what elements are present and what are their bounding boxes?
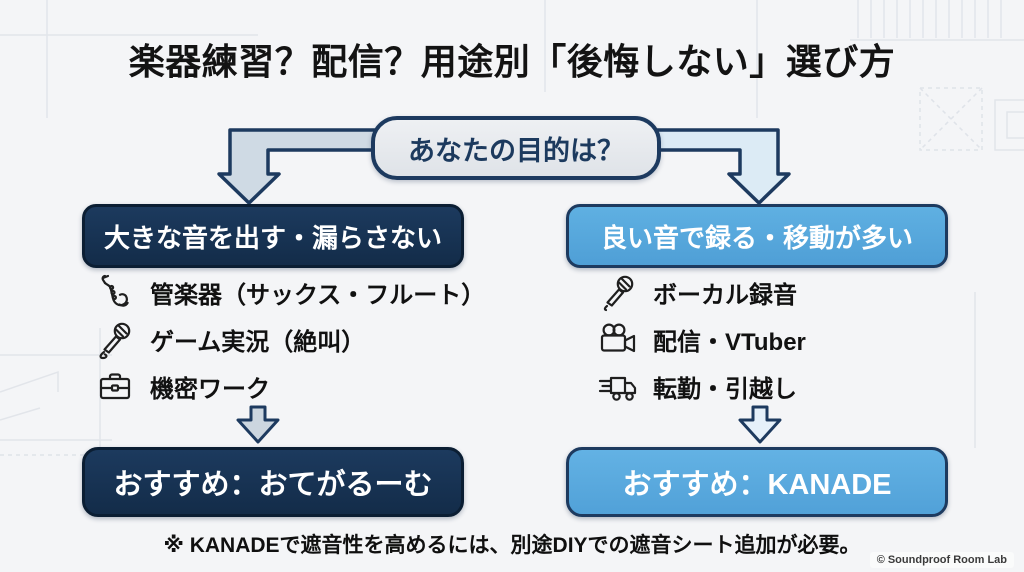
usecase-label: 配信・VTuber xyxy=(653,329,806,356)
footnote: ※ KANADEで遮音性を高めるには、別途DIYでの遮音シート追加が必要。 xyxy=(163,534,861,557)
list-item: 転勤・引越し xyxy=(598,363,806,410)
recommendation-left: おすすめ：おてがるーむ xyxy=(82,447,464,517)
recommendation-right: おすすめ：KANADE xyxy=(566,447,948,517)
truck-icon xyxy=(598,367,638,407)
list-item: ゲーム実況（絶叫） xyxy=(95,316,485,363)
video-camera-icon xyxy=(598,320,638,360)
right-usecase-list: ボーカル録音 配信・VTuber xyxy=(598,269,806,410)
down-arrow-right-icon xyxy=(738,405,782,444)
left-usecase-list: 管楽器（サックス・フルート） ゲーム実況（絶叫） xyxy=(95,269,485,410)
microphone-icon xyxy=(95,320,135,360)
list-item: 機密ワーク xyxy=(95,363,485,410)
list-item: ボーカル録音 xyxy=(598,269,806,316)
flow-arrow-left xyxy=(217,128,377,205)
question-node: あなたの目的は？ xyxy=(371,116,661,180)
usecase-label: ボーカル録音 xyxy=(653,282,797,309)
recommendation-left-label: おすすめ：おてがるーむ xyxy=(113,469,433,501)
flow-arrow-right xyxy=(647,128,791,205)
branch-right-label: 良い音で録る・移動が多い xyxy=(600,222,913,253)
briefcase-icon xyxy=(95,367,135,407)
list-item: 管楽器（サックス・フルート） xyxy=(95,269,485,316)
question-label: あなたの目的は？ xyxy=(408,135,624,166)
branch-left-label: 大きな音を出す・漏らさない xyxy=(103,222,442,253)
branch-right-header: 良い音で録る・移動が多い xyxy=(566,204,948,268)
saxophone-icon xyxy=(95,273,135,313)
usecase-label: ゲーム実況（絶叫） xyxy=(150,329,366,356)
branch-left-header: 大きな音を出す・漏らさない xyxy=(82,204,464,268)
page-title: 楽器練習？配信？用途別「後悔しない」選び方 xyxy=(128,41,896,82)
microphone-icon xyxy=(598,273,638,313)
usecase-label: 管楽器（サックス・フルート） xyxy=(150,282,486,309)
watermark: © Soundproof Room Lab xyxy=(869,552,1014,568)
recommendation-right-label: おすすめ：KANADE xyxy=(622,469,892,501)
usecase-label: 機密ワーク xyxy=(150,376,270,403)
down-arrow-left-icon xyxy=(236,405,280,444)
list-item: 配信・VTuber xyxy=(598,316,806,363)
usecase-label: 転勤・引越し xyxy=(653,376,797,403)
